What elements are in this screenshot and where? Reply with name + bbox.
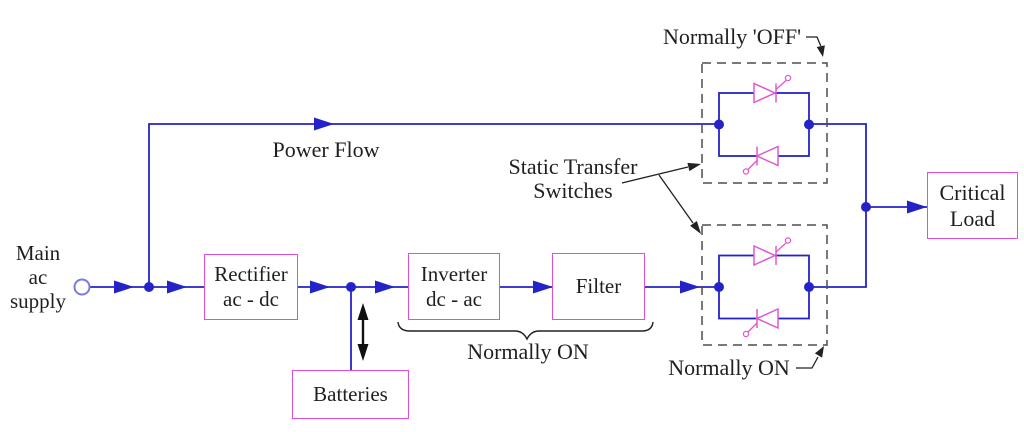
- main-supply-line2: ac: [28, 265, 48, 289]
- annotation-leaders: [621, 36, 822, 369]
- dashed-enclosure-top-switch: [701, 62, 828, 184]
- supply-terminal-icon: [73, 278, 91, 296]
- batteries-box: Batteries: [292, 370, 409, 419]
- batteries-line1: Batteries: [313, 382, 388, 406]
- static-switch-normally-off: [713, 74, 815, 176]
- static-switch-normally-on: [713, 236, 815, 338]
- arrowhead-icon: [167, 280, 187, 294]
- arrowhead-icon: [314, 117, 334, 131]
- arrowhead-icon: [907, 200, 927, 214]
- arrowhead-down-icon: [357, 344, 369, 361]
- arrowhead-icon: [814, 346, 824, 358]
- inverter-line2: dc - ac: [426, 286, 482, 311]
- static-transfer-line2: Switches: [533, 178, 613, 203]
- wire-bottom-switch-out: [809, 207, 867, 288]
- filter-line1: Filter: [575, 274, 622, 298]
- wire-top-switch-out: [809, 123, 867, 207]
- arrowhead-up-icon: [357, 303, 369, 320]
- arrowhead-icon: [310, 280, 330, 294]
- inverter-box: Inverter dc - ac: [408, 253, 500, 320]
- static-transfer-switches-label: Static Transfer Switches: [494, 155, 652, 203]
- leader-normally-off: [806, 36, 822, 47]
- wire-bypass-rail: [148, 123, 719, 287]
- annotation-arrowheads: [687, 45, 825, 358]
- main-supply-line1: Main: [15, 241, 61, 265]
- static-transfer-line1: Static Transfer: [508, 154, 638, 179]
- junction-dot: [861, 202, 871, 212]
- dashed-enclosure-bottom-switch: [701, 224, 828, 346]
- junction-dot: [346, 282, 356, 292]
- critical-load-line2: Load: [949, 205, 996, 231]
- arrowhead-icon: [114, 280, 134, 294]
- leader-to-bottom-switch: [658, 174, 694, 224]
- arrowhead-icon: [690, 221, 701, 234]
- arrowhead-icon: [687, 162, 701, 172]
- arrowhead-icon: [816, 45, 825, 57]
- filter-box: Filter: [552, 253, 645, 320]
- battery-bidirectional-arrow-icon: [357, 303, 369, 361]
- critical-load-box: Critical Load: [927, 172, 1018, 239]
- normally-on-brace-label: Normally ON: [467, 339, 589, 364]
- normally-on-brace-icon: [397, 321, 654, 341]
- leader-normally-on: [796, 356, 819, 369]
- rectifier-box: Rectifier ac - dc: [204, 254, 298, 320]
- arrowhead-icon: [533, 280, 553, 294]
- critical-load-line1: Critical: [939, 179, 1006, 205]
- main-ac-supply-label: Main ac supply: [0, 241, 76, 313]
- leader-to-top-switch: [621, 166, 689, 184]
- flow-arrowheads: [114, 117, 927, 294]
- rectifier-line1: Rectifier: [214, 262, 288, 286]
- arrowhead-icon: [375, 280, 395, 294]
- power-flow-label: Power Flow: [272, 137, 380, 162]
- arrowhead-icon: [680, 280, 700, 294]
- normally-on-switch-label: Normally ON: [668, 355, 790, 380]
- main-supply-line3: supply: [9, 289, 66, 313]
- junction-dot: [144, 282, 154, 292]
- normally-off-label: Normally 'OFF': [662, 24, 802, 49]
- inverter-line1: Inverter: [420, 261, 488, 286]
- rectifier-line2: ac - dc: [223, 287, 279, 311]
